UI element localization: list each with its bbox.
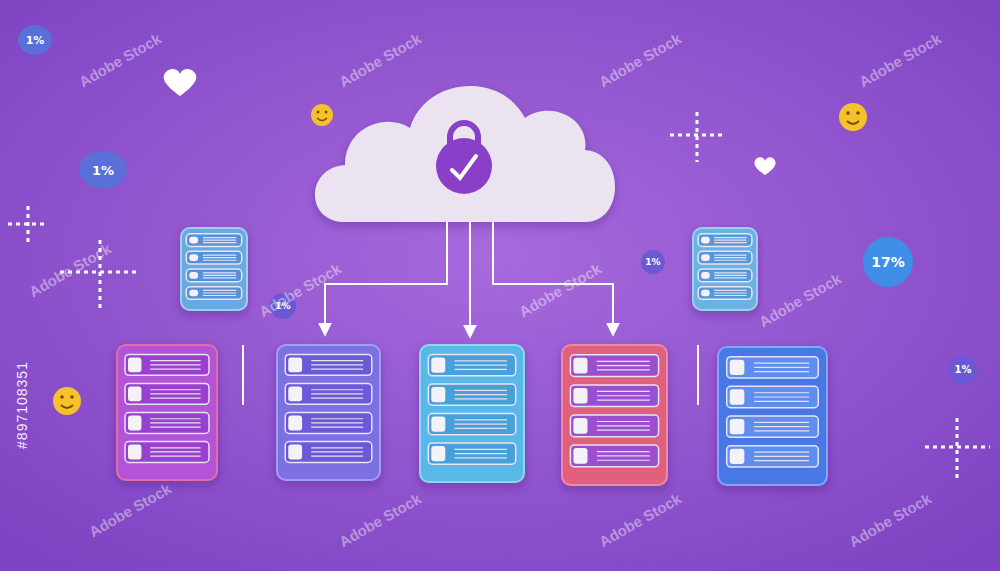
cloud [315,86,615,222]
badge-text: 1% [645,258,660,267]
badge-text: 1% [955,365,972,375]
watermark-text: Adobe Stock [517,261,604,320]
server-stack [693,228,757,310]
badge-text: 1% [275,302,290,311]
smileys [53,103,867,415]
watermark-text: Adobe Stock [857,31,944,90]
sparkles [8,112,990,482]
watermark-text: Adobe Stock [337,31,424,90]
badges [18,25,977,384]
hearts [164,69,776,175]
badge-text: 17% [871,255,905,269]
badge-text: 1% [26,35,45,46]
watermark-text: Adobe Stock [757,271,844,330]
watermark-text: Adobe Stock [27,241,114,300]
server-stack [181,228,247,310]
watermark-text: Adobe Stock [597,491,684,550]
watermark-text: Adobe Stock [597,31,684,90]
server-stack [718,347,827,485]
watermark-text: Adobe Stock [337,491,424,550]
server-stack [420,345,524,482]
server-stack [277,345,380,480]
badge-text: 1% [92,164,114,177]
server-stack [562,345,667,485]
watermark-text: Adobe Stock [257,261,344,320]
server-stacks [117,228,827,485]
watermark-text: Adobe Stock [77,31,164,90]
watermark-text: Adobe Stock [87,481,174,540]
watermark-text: Adobe Stock [847,491,934,550]
server-stack [117,345,217,480]
lock-icon [436,123,492,194]
image-id: #897108351 [15,361,29,449]
